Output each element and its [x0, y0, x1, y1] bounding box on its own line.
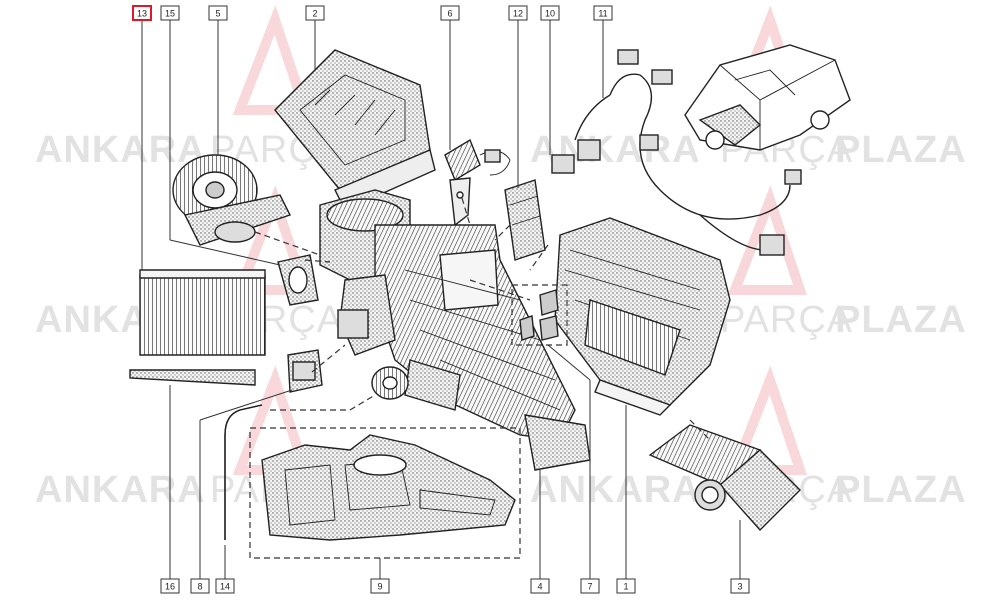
- callout-7: 7: [580, 578, 600, 594]
- watermark-text: ANKARA: [35, 129, 206, 171]
- callout-5: 5: [208, 5, 228, 21]
- callout-11: 11: [593, 5, 613, 21]
- callout-label: 9: [377, 582, 382, 592]
- callout-labels: 13 15 5 2 6 12 10 11: [132, 5, 750, 594]
- watermark-text: ANKARA: [530, 469, 701, 511]
- callout-14: 14: [215, 578, 235, 594]
- callout-4: 4: [530, 578, 550, 594]
- callout-6: 6: [440, 5, 460, 21]
- watermark-text: PLAZA: [835, 469, 967, 511]
- callout-label: 12: [513, 9, 523, 19]
- part-cabin-filter: [139, 269, 266, 356]
- part-central-assembly: [319, 189, 591, 471]
- callout-2: 2: [305, 5, 325, 21]
- callout-15: 15: [160, 5, 180, 21]
- callout-label: 13: [137, 9, 147, 19]
- part-temperature-sensor: [511, 284, 568, 346]
- callout-label: 2: [312, 9, 317, 19]
- callout-13: 13: [132, 5, 152, 21]
- part-control-relay: [504, 179, 546, 261]
- callout-12: 12: [508, 5, 528, 21]
- leader-lines: [141, 18, 741, 580]
- callout-label: 4: [537, 582, 542, 592]
- part-filter-strip: [129, 369, 256, 386]
- part-drain-hose: [224, 404, 263, 540]
- vehicle-illustration: [684, 44, 851, 151]
- part-heater-housing: [554, 217, 731, 416]
- part-gasket: [277, 254, 319, 306]
- part-heater-core: [648, 424, 801, 532]
- part-connector: [551, 139, 601, 174]
- callout-label: 1: [623, 582, 628, 592]
- callout-label: 3: [737, 582, 742, 592]
- callout-16: 16: [160, 578, 180, 594]
- callout-label: 8: [197, 582, 202, 592]
- callout-label: 15: [165, 9, 175, 19]
- callout-3: 3: [730, 578, 750, 594]
- watermark-row-1: ANKARA PARÇA ANKARA PARÇA PLAZA: [35, 129, 967, 171]
- callout-1: 1: [616, 578, 636, 594]
- callout-label: 10: [545, 9, 555, 19]
- callout-label: 14: [220, 582, 230, 592]
- part-blower-resistor: [287, 349, 323, 393]
- watermark-text: PLAZA: [835, 129, 967, 171]
- part-actuator-motor: [371, 366, 409, 400]
- assembly-dashed-lines: [254, 197, 711, 441]
- callout-label: 5: [215, 9, 220, 19]
- part-blower-motor: [172, 154, 291, 246]
- callout-label: 7: [587, 582, 592, 592]
- callout-8: 8: [190, 578, 210, 594]
- callout-box-highlighted: [132, 5, 152, 21]
- watermark-text: ANKARA: [35, 469, 206, 511]
- part-switch-module: [444, 138, 511, 227]
- callout-label: 6: [447, 9, 452, 19]
- callout-9: 9: [370, 578, 390, 594]
- callout-label: 11: [598, 9, 607, 19]
- callout-label: 16: [165, 582, 175, 592]
- part-lower-tray: [249, 427, 521, 559]
- callout-10: 10: [540, 5, 560, 21]
- part-air-inlet-box: [274, 49, 436, 211]
- watermark-text: PARÇA: [720, 299, 853, 341]
- part-wiring-harness: [574, 49, 802, 256]
- watermark-text: PLAZA: [835, 299, 967, 341]
